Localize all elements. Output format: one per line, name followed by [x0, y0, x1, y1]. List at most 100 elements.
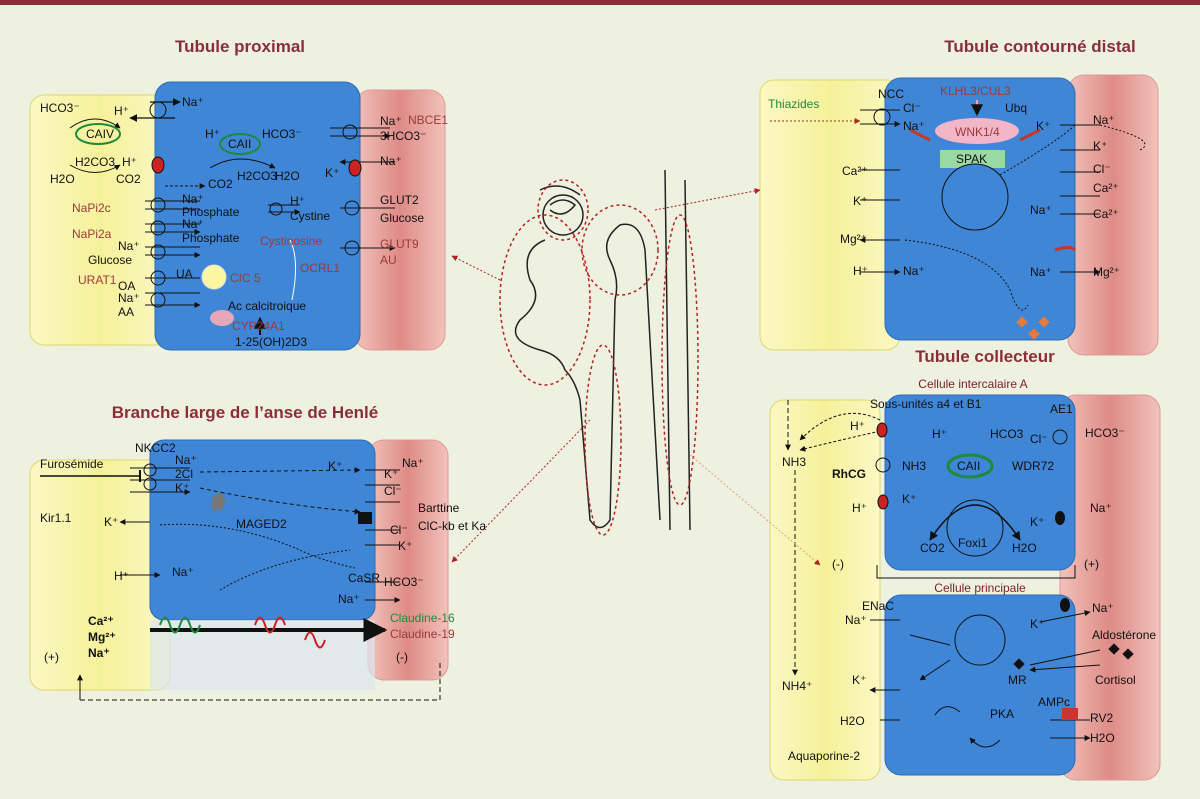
label: H2O	[1090, 731, 1115, 745]
top-bar	[0, 0, 1200, 5]
label: NH3	[782, 455, 806, 469]
label: H2CO3	[75, 155, 115, 169]
label: K⁺	[398, 539, 412, 553]
label: H⁺	[114, 569, 129, 583]
label: Cortisol	[1095, 673, 1136, 687]
label: MAGED2	[236, 517, 287, 531]
label: Cystine	[290, 209, 330, 223]
label: CAIV	[86, 127, 114, 141]
label: H⁺	[853, 264, 868, 278]
label: HCO3⁻	[384, 575, 424, 589]
label: Cl⁻	[384, 484, 402, 498]
label: WDR72	[1012, 459, 1054, 473]
label: K⁺	[384, 467, 398, 481]
label: Phosphate	[182, 231, 240, 245]
label: K⁺	[1030, 515, 1044, 529]
label: HCO3⁻	[40, 101, 80, 115]
label: Na⁺	[1030, 265, 1052, 279]
label: Ca²⁺	[88, 614, 114, 628]
label: WNK1/4	[955, 125, 1000, 139]
label: CAII	[957, 459, 980, 473]
label: OCRL1	[300, 261, 340, 275]
label: (-)	[396, 650, 408, 664]
label: NaPi2c	[72, 201, 111, 215]
label: RhCG	[832, 467, 866, 481]
label: MR	[1008, 673, 1027, 687]
principal-subtitle: Cellule principale	[934, 581, 1026, 595]
label: Furosémide	[40, 457, 104, 471]
label: Glucose	[380, 211, 424, 225]
label: Ubq	[1005, 101, 1027, 115]
label: Thiazides	[768, 97, 819, 111]
label: HCO3⁻	[1085, 426, 1125, 440]
label: Ca²⁺	[1093, 181, 1119, 195]
label: 2Cl	[175, 467, 193, 481]
label: Na⁺	[175, 453, 197, 467]
label: Ca²⁺	[842, 164, 868, 178]
label: K⁺	[853, 194, 867, 208]
label: K⁺	[325, 166, 339, 180]
label: K⁺	[104, 515, 118, 529]
label: Na⁺	[1030, 203, 1052, 217]
label: H2CO3	[237, 169, 277, 183]
label: 1-25(OH)2D3	[235, 335, 307, 349]
collecteur-title: Tubule collecteur	[915, 347, 1055, 366]
label: H2O	[50, 172, 75, 186]
label: NKCC2	[135, 441, 176, 455]
label: Cl⁻	[1030, 432, 1048, 446]
label: OA	[118, 279, 135, 293]
label: Na⁺	[182, 217, 204, 231]
label: H2O	[840, 714, 865, 728]
intercalary-subtitle: Cellule intercalaire A	[918, 377, 1027, 391]
label: Na⁺	[1090, 501, 1112, 515]
label: Na⁺	[182, 95, 204, 109]
label: Na⁺	[402, 456, 424, 470]
label: (+)	[1084, 557, 1099, 571]
label: H⁺	[290, 194, 305, 208]
henle-title: Branche large de l’anse de Henlé	[112, 403, 378, 422]
label: HCO3	[990, 427, 1024, 441]
label: Cystinosine	[260, 234, 322, 248]
label: Mg²⁺	[840, 232, 867, 246]
label: Sous-unités a4 et B1	[870, 397, 982, 411]
label: K⁺	[902, 492, 916, 506]
label: Na⁺	[338, 592, 360, 606]
label: Na⁺	[118, 239, 140, 253]
label: Na⁺	[1093, 113, 1115, 127]
label: Na⁺	[845, 613, 867, 627]
label: Cl⁻	[390, 523, 408, 537]
label: Na⁺	[118, 291, 140, 305]
label: AMPc	[1038, 695, 1070, 709]
label: NCC	[878, 87, 904, 101]
label: Na⁺	[903, 119, 925, 133]
label: (-)	[832, 557, 844, 571]
label: AE1	[1050, 402, 1073, 416]
label: UA	[176, 267, 193, 281]
label: H2O	[1012, 541, 1037, 555]
label: Ca²⁺	[1093, 207, 1119, 221]
label: RV2	[1090, 711, 1113, 725]
label: URAT1	[78, 273, 117, 287]
label: CaSR	[348, 571, 380, 585]
label: K⁺	[1036, 119, 1050, 133]
label: KLHL3/CUL3	[940, 84, 1011, 98]
label: H⁺	[205, 127, 220, 141]
distal-title: Tubule contourné distal	[944, 37, 1135, 56]
label: Na⁺	[182, 192, 204, 206]
label: K⁺	[328, 459, 342, 473]
label: GLUT2	[380, 193, 419, 207]
label: H⁺	[122, 155, 137, 169]
label: SPAK	[956, 152, 987, 166]
label: AA	[118, 305, 134, 319]
label: Na⁺	[380, 114, 402, 128]
nephron-illustration	[499, 169, 699, 536]
label: NH4⁺	[782, 679, 812, 693]
label: CYP24A1	[232, 319, 285, 333]
label: H⁺	[932, 427, 947, 441]
label: (+)	[44, 650, 59, 664]
label: CIC 5	[230, 271, 261, 285]
label: Na⁺	[380, 154, 402, 168]
label: K⁺	[1093, 139, 1107, 153]
label: Claudine-16	[390, 611, 455, 625]
label: 3HCO3⁻	[380, 129, 426, 143]
